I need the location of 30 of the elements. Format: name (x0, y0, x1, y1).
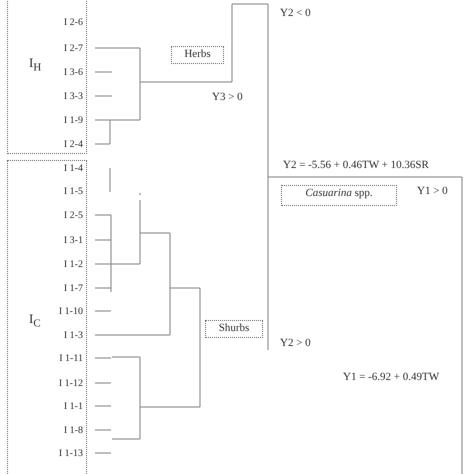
group-frame (7, 160, 87, 474)
sample-label: I 1-13 (23, 448, 83, 460)
group-label: I$_{C}$ (29, 311, 41, 330)
sample-label: I 2-4 (23, 139, 83, 151)
sample-label: I 2-6 (23, 17, 83, 29)
condition-label: Y2 < 0 (280, 7, 311, 19)
sample-label: I 1-11 (23, 353, 83, 365)
condition-label: Y3 > 0 (212, 91, 243, 103)
class-label: Herbs (171, 46, 224, 64)
sample-label: I 2-7 (23, 43, 83, 55)
sample-label: I 1-2 (23, 259, 83, 271)
group-frame (7, 0, 87, 154)
class-label: Casuarina spp. (281, 185, 397, 206)
class-label: Shurbs (205, 320, 263, 338)
sample-label: I 3-1 (23, 235, 83, 247)
sample-label: I 1-3 (23, 330, 83, 342)
sample-label: I 1-8 (23, 425, 83, 437)
condition-label: Y2 = -5.56 + 0.46TW + 10.36SR (283, 159, 429, 171)
condition-label: Y1 > 0 (417, 185, 448, 197)
sample-label: I 1-7 (23, 283, 83, 295)
sample-label: I 3-3 (23, 91, 83, 103)
sample-label: I 2-5 (23, 210, 83, 222)
condition-label: Y2 > 0 (280, 337, 311, 349)
condition-label: Y1 = -6.92 + 0.49TW (343, 371, 440, 383)
sample-label: I 1-4 (23, 163, 83, 175)
group-label: I$_{H}$ (29, 55, 42, 74)
sample-label: I 1-9 (23, 115, 83, 127)
sample-label: I 1-5 (23, 186, 83, 198)
sample-label: I 1-12 (23, 378, 83, 390)
sample-label: I 1-1 (23, 401, 83, 413)
